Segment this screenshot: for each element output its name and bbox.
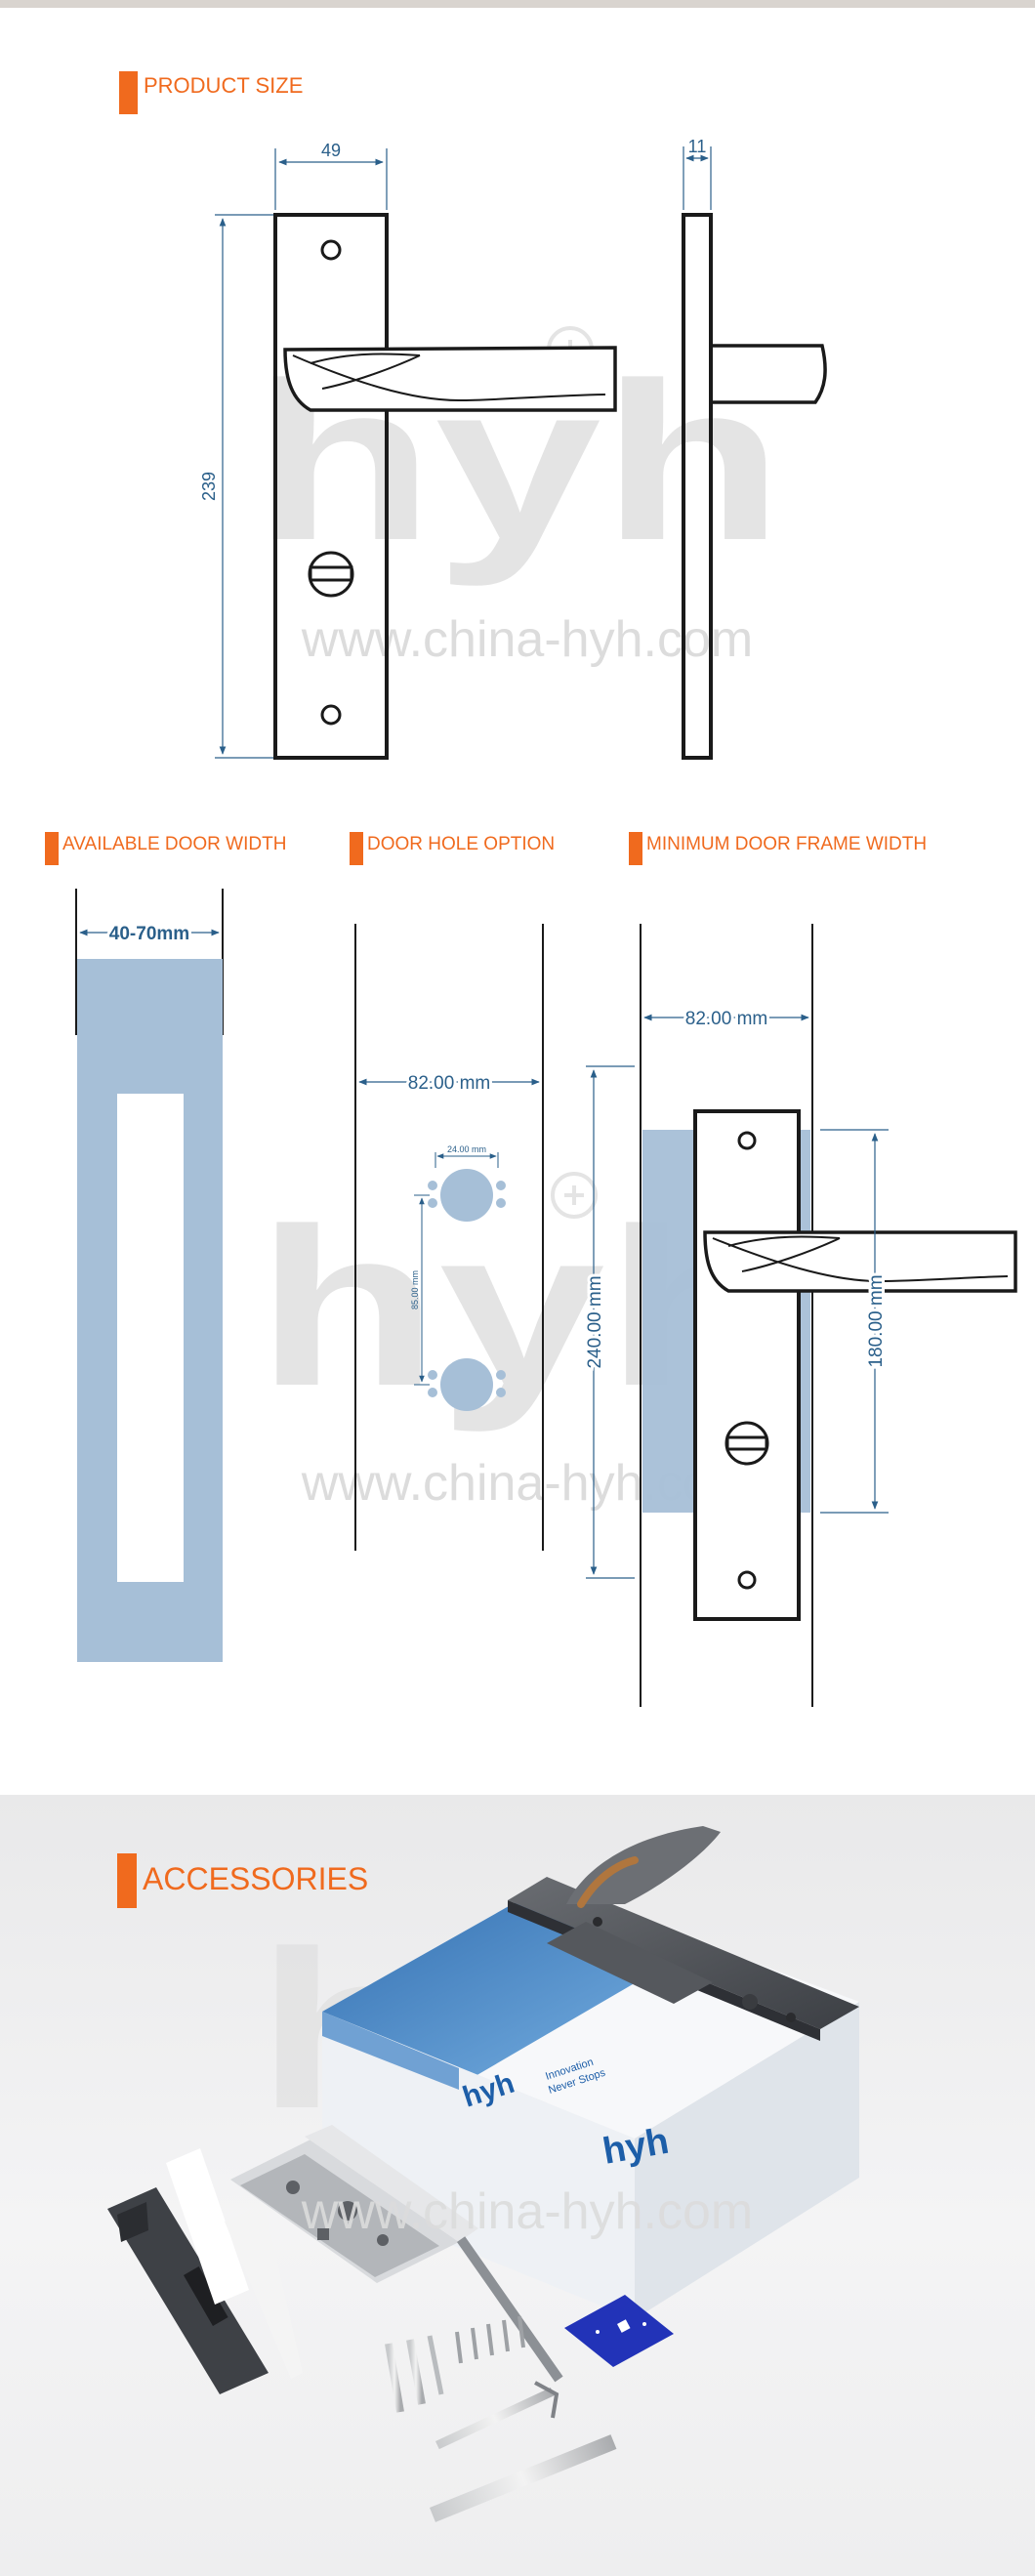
heading-product-size: PRODUCT SIZE — [119, 71, 303, 114]
door-hole-diagram: 82.00 mm 24.00 mm 85.00 mm — [354, 924, 544, 1551]
drilling-template — [564, 2295, 674, 2367]
door-hole-span-label: 82.00 mm — [408, 1073, 490, 1094]
heading-accent-bar — [629, 832, 642, 865]
heading-label: ACCESSORIES — [143, 1861, 369, 1896]
frame-width-span-label: 82.00 mm — [685, 1009, 767, 1029]
dimension-width-label: 49 — [321, 141, 341, 160]
handle-side-view — [682, 213, 827, 760]
dimension-thickness-label: 11 — [688, 137, 707, 156]
dimension-height: 239 — [199, 214, 273, 759]
heading-minimum-door-frame-width: MINIMUM DOOR FRAME WIDTH — [629, 832, 927, 865]
dimension-height-label: 239 — [199, 472, 219, 501]
door-width-diagram: 40-70mm — [75, 889, 224, 1662]
heading-label: PRODUCT SIZE — [144, 73, 304, 98]
heading-door-hole-option: DOOR HOLE OPTION — [350, 832, 555, 865]
heading-label: AVAILABLE DOOR WIDTH — [62, 834, 287, 854]
hole-spacing-label: 24.00 mm — [447, 1144, 486, 1154]
heading-accessories: ACCESSORIES — [117, 1853, 368, 1908]
product-box: hyh Innovation Never Stops hyh — [322, 1885, 859, 2319]
frame-width-diagram: 82.00 mm 240.00 mm 180.00 mm — [582, 924, 1017, 1707]
heading-accent-bar — [119, 71, 138, 114]
dimension-thickness: 11 — [683, 137, 712, 210]
top-strip — [0, 0, 1035, 8]
spindles — [430, 2381, 617, 2522]
heading-accent-bar — [45, 832, 59, 865]
heading-label: MINIMUM DOOR FRAME WIDTH — [646, 834, 928, 854]
handle-set — [508, 1826, 859, 2041]
watermark-url-1: www.china-hyh.com — [301, 611, 753, 668]
heading-accent-bar — [350, 832, 363, 865]
plate-height-label: 240.00 mm — [585, 1275, 605, 1368]
heading-available-door-width: AVAILABLE DOOR WIDTH — [45, 832, 286, 865]
hole-distance-label: 85.00 mm — [410, 1270, 420, 1309]
screws — [385, 2315, 525, 2413]
handle-front-view — [273, 213, 617, 760]
dimension-width: 49 — [274, 141, 388, 210]
strike-plate — [107, 2148, 303, 2394]
watermark-url-3: www.china-hyh.com — [301, 2183, 753, 2240]
heading-label: DOOR HOLE OPTION — [367, 834, 556, 854]
mortise-lock — [230, 2125, 563, 2383]
door-width-range-label: 40-70mm — [109, 924, 189, 944]
heading-accent-bar — [117, 1853, 137, 1908]
box-height-label: 180.00 mm — [866, 1274, 887, 1367]
